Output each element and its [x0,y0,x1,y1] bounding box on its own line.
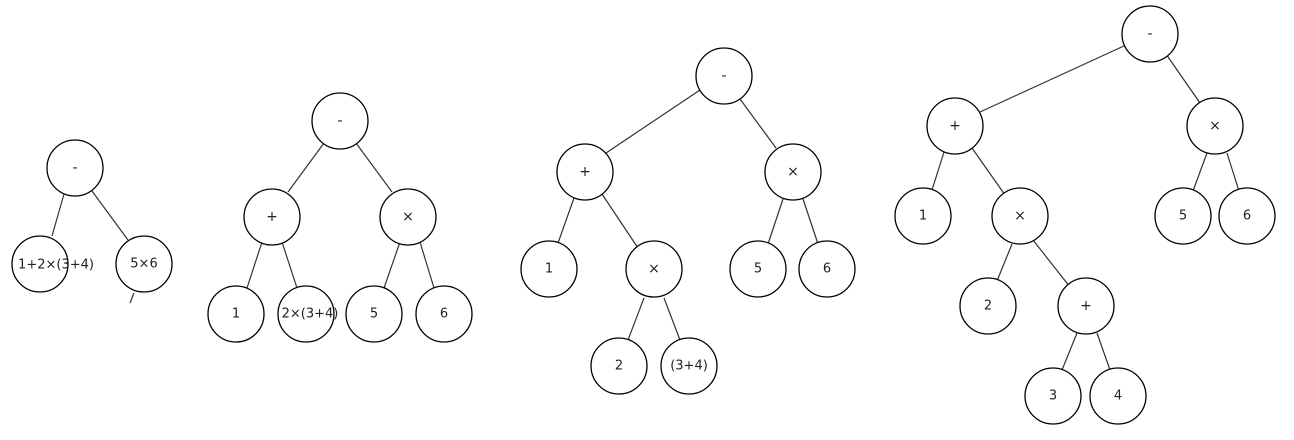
tree-node-times: × [991,187,1049,245]
tree-node-number: 5 [729,240,787,298]
tree-edge [129,292,135,304]
node-label: - [72,160,77,176]
tree-node-number: 5 [345,285,403,343]
expression-tree-2: - + × 1 2×(3+4) 5 6 [207,92,473,343]
tree-edge [1192,152,1208,192]
tree-node-minus: - [1121,5,1179,63]
tree-node-number: 2 [590,337,648,395]
tree-edge [802,198,819,245]
tree-node-number: 1 [520,240,578,298]
node-label: 1 [545,262,553,277]
tree-edge [383,241,401,289]
node-label: 1 [232,307,240,322]
tree-edge [996,243,1013,282]
tree-node-plus: + [1057,277,1115,335]
tree-edge [767,198,784,245]
node-label: 5 [1179,209,1187,224]
node-label: × [1209,118,1221,134]
tree-edge [51,193,65,237]
tree-node-number: 4 [1089,367,1147,425]
tree-edge [1096,332,1111,371]
tree-node-number: 3 [1024,367,1082,425]
tree-edge [91,190,129,241]
tree-node-times: × [625,240,683,298]
tree-edge [246,241,263,289]
node-label: × [1014,208,1026,224]
node-label: 1+2×(3+4) [18,258,94,273]
node-label: 6 [1243,209,1251,224]
node-label: 3 [1049,389,1057,404]
node-label: 6 [823,262,831,277]
tree-node-times: × [1186,97,1244,155]
node-label: + [266,209,278,225]
tree-edge [355,142,393,193]
tree-node-number: 5 [1154,187,1212,245]
tree-edge [1165,53,1201,104]
node-label: 6 [440,307,448,322]
node-label: + [949,118,961,134]
node-label: 5 [370,307,378,322]
tree-node-number: 2 [959,277,1017,335]
tree-node-number: 6 [415,285,473,343]
tree-node-expression: 5×6 [115,235,173,293]
tree-node-minus: - [46,139,104,197]
tree-edge [1032,239,1071,288]
node-label: 1 [919,209,927,224]
tree-node-number: 1 [894,187,952,245]
node-label: 5×6 [130,257,157,272]
expression-tree-1: - 1+2×(3+4) 5×6 [11,139,173,304]
tree-node-times: × [764,143,822,201]
expression-tree-3: - + × 1 × 5 6 2 [520,47,856,395]
tree-node-expression: 1+2×(3+4) [11,235,94,293]
tree-edge [557,197,575,244]
tree-node-minus: - [695,47,753,105]
node-label: - [337,113,342,129]
node-label: - [1147,26,1152,42]
tree-node-expression: (3+4) [660,337,718,395]
tree-edge [419,241,435,289]
node-label: 2 [615,359,623,374]
tree-node-number: 6 [1218,187,1276,245]
tree-edge [605,89,701,154]
tree-node-plus: + [556,143,614,201]
node-label: 5 [754,262,762,277]
tree-edge [627,297,645,341]
tree-edge [601,193,639,249]
node-label: - [721,68,726,84]
tree-node-number: 6 [798,240,856,298]
node-label: 2×(3+4) [282,307,339,322]
tree-node-times: × [379,188,437,246]
tree-edge [663,297,681,341]
tree-edge [739,98,777,149]
tree-edge [979,44,1127,113]
tree-edge [287,142,325,193]
tree-node-expression: 2×(3+4) [277,285,339,343]
node-label: + [579,164,591,180]
node-label: 2 [984,299,992,314]
tree-edge [1061,332,1078,371]
node-label: × [648,261,660,277]
tree-node-plus: + [243,188,301,246]
node-label: × [402,209,414,225]
tree-edge [931,151,945,191]
tree-edge [971,147,1006,196]
tree-node-minus: - [311,92,369,150]
node-label: + [1080,298,1092,314]
tree-edge [281,241,298,289]
node-label: × [787,164,799,180]
tree-edge [1226,152,1240,192]
expression-tree-4: - + × 1 × 5 6 2 [894,5,1276,425]
node-label: (3+4) [670,359,708,374]
tree-node-number: 1 [207,285,265,343]
node-label: 4 [1114,389,1122,404]
tree-node-plus: + [926,97,984,155]
